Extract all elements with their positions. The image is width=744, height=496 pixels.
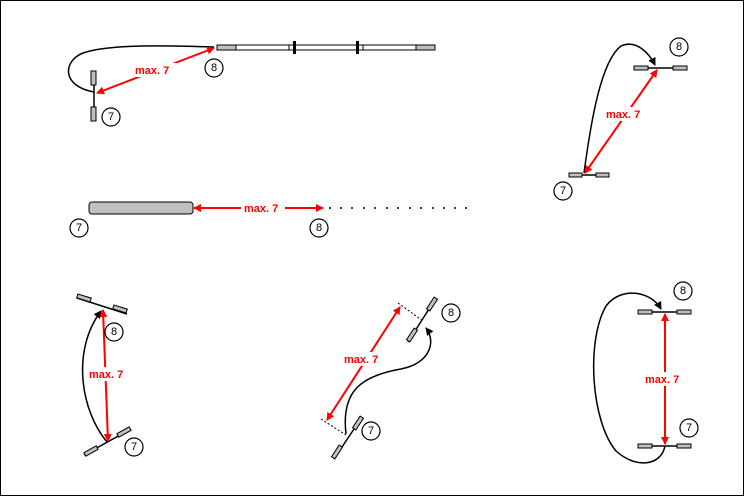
marker-7 [553,181,573,201]
panel-angled-wands-left: max. 7 8 7 [76,293,144,457]
marker-8 [204,58,224,78]
wand-8 [633,65,688,71]
wand-8 [76,293,128,315]
cylinder-obstacle [88,201,194,215]
marker-8-label: 8 [448,307,454,319]
dotted-line [329,207,467,209]
distance-arrow [584,69,658,174]
wand-7 [90,70,97,122]
distance-label: max. 7 [645,374,679,386]
distance-label: max. 7 [89,369,123,381]
marker-8-label: 8 [676,41,682,53]
wand-7 [330,415,365,460]
marker-8-label: 8 [111,326,117,338]
wand-7 [83,426,132,457]
marker-7-label: 7 [368,425,374,437]
marker-8 [441,303,461,323]
ride-path [67,45,215,93]
marker-7 [361,421,381,441]
marker-7-label: 7 [560,185,566,197]
distance-label: max. 7 [135,65,169,77]
panel-cylinder-to-dots: max. 7 7 8 [69,201,467,238]
marker-8-label: 8 [316,222,322,234]
marker-8 [673,281,693,301]
marker-8 [104,322,124,342]
panel-offset-wands: max. 7 8 7 [320,296,461,460]
marker-8-label: 8 [680,285,686,297]
wand-8 [637,309,692,315]
marker-7 [679,418,699,438]
distance-label: max. 7 [344,354,378,366]
wand-8 [405,296,439,343]
marker-8 [669,37,689,57]
ride-path [344,327,434,435]
panel-diagonal-wands: max. 7 8 7 [553,37,689,201]
marker-7-label: 7 [131,441,137,453]
long-pole [216,41,436,54]
ride-path [81,310,108,443]
marker-7-label: 7 [686,422,692,434]
ride-path [592,292,666,464]
marker-7 [69,218,89,238]
marker-7-label: 7 [76,222,82,234]
marker-8-label: 8 [211,62,217,74]
distance-label: max. 7 [606,109,640,121]
marker-7 [124,437,144,457]
panel-wand-to-pole: max. 7 8 7 [67,41,436,127]
marker-7-label: 7 [108,111,114,123]
distance-label: max. 7 [244,203,278,215]
panel-parallel-wands: max. 7 8 7 [592,281,699,464]
marker-8 [309,218,329,238]
marker-7 [101,107,121,127]
wand-7 [568,172,610,178]
